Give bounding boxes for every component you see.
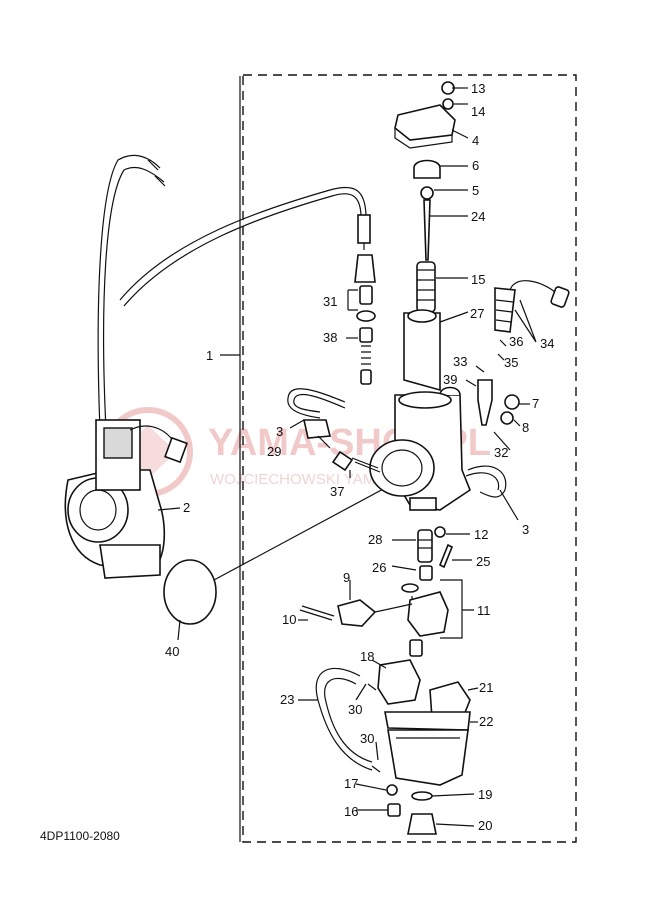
- vent-hose-left: [287, 388, 346, 419]
- callout-35: 35: [504, 355, 518, 370]
- callout-6: 6: [472, 158, 479, 173]
- callout-1: 1: [206, 348, 213, 363]
- cap-part-40: [163, 559, 217, 625]
- float-parts: [299, 591, 449, 657]
- callout-29: 29: [267, 444, 281, 459]
- callout-31: 31: [323, 294, 337, 309]
- float-bowl-upper: [377, 659, 471, 731]
- jet-parts: [401, 526, 454, 593]
- callout-4: 4: [472, 133, 479, 148]
- callout-10: 10: [282, 612, 296, 627]
- clip-29: [303, 419, 332, 439]
- callout-38: 38: [323, 330, 337, 345]
- callout-27: 27: [470, 306, 484, 321]
- callout-19: 19: [478, 787, 492, 802]
- callout-21: 21: [479, 680, 493, 695]
- callout-33: 33: [453, 354, 467, 369]
- callout-18: 18: [360, 649, 374, 664]
- callout-25: 25: [476, 554, 490, 569]
- callout-11: 11: [477, 603, 491, 618]
- callout-26: 26: [372, 560, 386, 575]
- callout-2: 2: [183, 500, 190, 515]
- callout-15: 15: [471, 272, 485, 287]
- callout-5: 5: [472, 183, 479, 198]
- carburetor-assembly: [64, 419, 188, 579]
- callout-36: 36: [509, 334, 523, 349]
- callout-24: 24: [471, 209, 485, 224]
- callout-labels: 1 2 3 3 4 5 6 7 8 9 10 11 12 13 14 15 16…: [165, 81, 554, 833]
- callout-13: 13: [471, 81, 485, 96]
- leader-lines: [157, 76, 537, 842]
- carburetor-body: [369, 386, 471, 511]
- throttle-cable: [97, 154, 371, 431]
- callout-37: 37: [330, 484, 344, 499]
- callout-17: 17: [344, 776, 358, 791]
- drain-hose: [315, 667, 373, 771]
- callout-3-left: 3: [276, 424, 283, 439]
- watermark-subtitle: WOJCIECHOWSKI YAMAHA: [210, 471, 406, 488]
- callout-40: 40: [165, 644, 179, 659]
- callout-28: 28: [368, 532, 382, 547]
- callout-3-right: 3: [522, 522, 529, 537]
- throttle-sensor: [494, 280, 570, 333]
- callout-30-lower: 30: [360, 731, 374, 746]
- top-cover-parts: [394, 81, 456, 392]
- callout-30-upper: 30: [348, 702, 362, 717]
- cable-end-parts: [354, 254, 376, 385]
- document-code: 4DP1100-2080: [40, 829, 120, 843]
- assembly-boundary: [242, 74, 577, 843]
- vent-hose-right: [467, 465, 507, 498]
- callout-8: 8: [522, 420, 529, 435]
- screw-37: [331, 450, 354, 472]
- callout-14: 14: [471, 104, 485, 119]
- callout-23: 23: [280, 692, 294, 707]
- callout-32: 32: [494, 445, 508, 460]
- callout-22: 22: [479, 714, 493, 729]
- callout-7: 7: [532, 396, 539, 411]
- callout-34: 34: [540, 336, 554, 351]
- callout-20: 20: [478, 818, 492, 833]
- float-bowl: [371, 729, 469, 835]
- callout-12: 12: [474, 527, 488, 542]
- callout-9: 9: [343, 570, 350, 585]
- idle-adjust-parts: [477, 379, 520, 426]
- callout-39: 39: [443, 372, 457, 387]
- callout-16: 16: [344, 804, 358, 819]
